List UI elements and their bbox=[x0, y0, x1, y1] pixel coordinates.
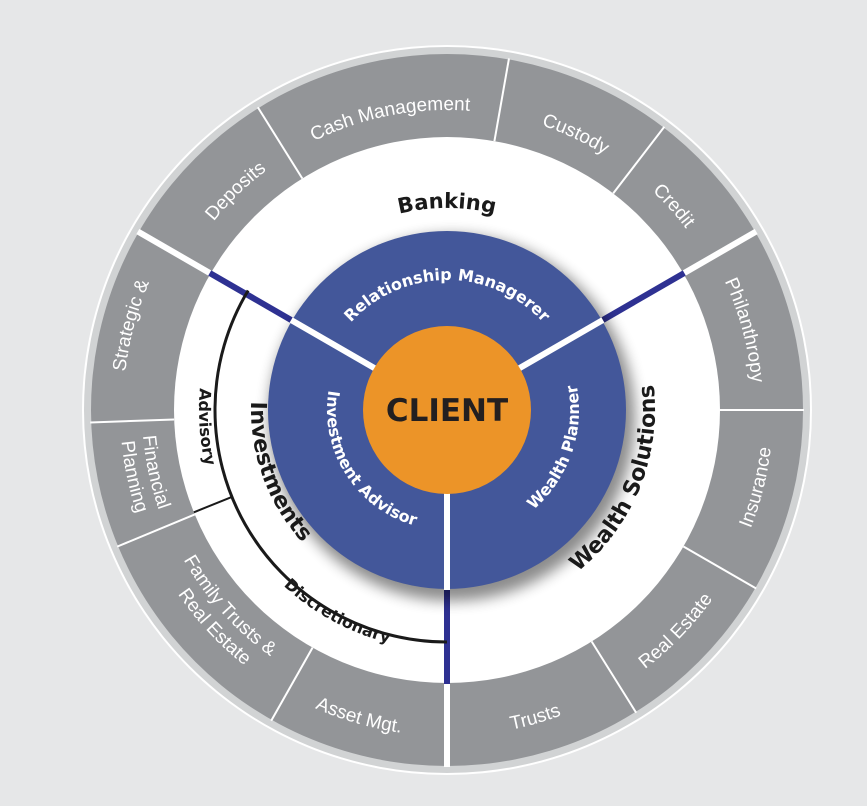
service-divider bbox=[116, 513, 196, 548]
group-spoke-outer bbox=[681, 228, 758, 277]
service-divider bbox=[612, 126, 666, 195]
group-spoke-outer bbox=[136, 228, 213, 277]
investments-bracket-arc bbox=[213, 289, 448, 644]
advisory-discretionary-divider bbox=[193, 495, 233, 514]
service-divider bbox=[493, 58, 510, 142]
service-divider bbox=[90, 418, 175, 424]
service-divider bbox=[256, 106, 304, 180]
role-spoke bbox=[514, 317, 605, 373]
group-spoke-accent bbox=[208, 270, 295, 324]
service-divider bbox=[682, 545, 757, 590]
service-divider bbox=[270, 647, 314, 722]
role-spoke bbox=[289, 317, 380, 373]
client-circle[interactable] bbox=[363, 326, 531, 494]
client-label: CLIENT bbox=[386, 393, 508, 429]
service-divider bbox=[590, 640, 638, 714]
group-spoke-accent bbox=[599, 270, 686, 324]
